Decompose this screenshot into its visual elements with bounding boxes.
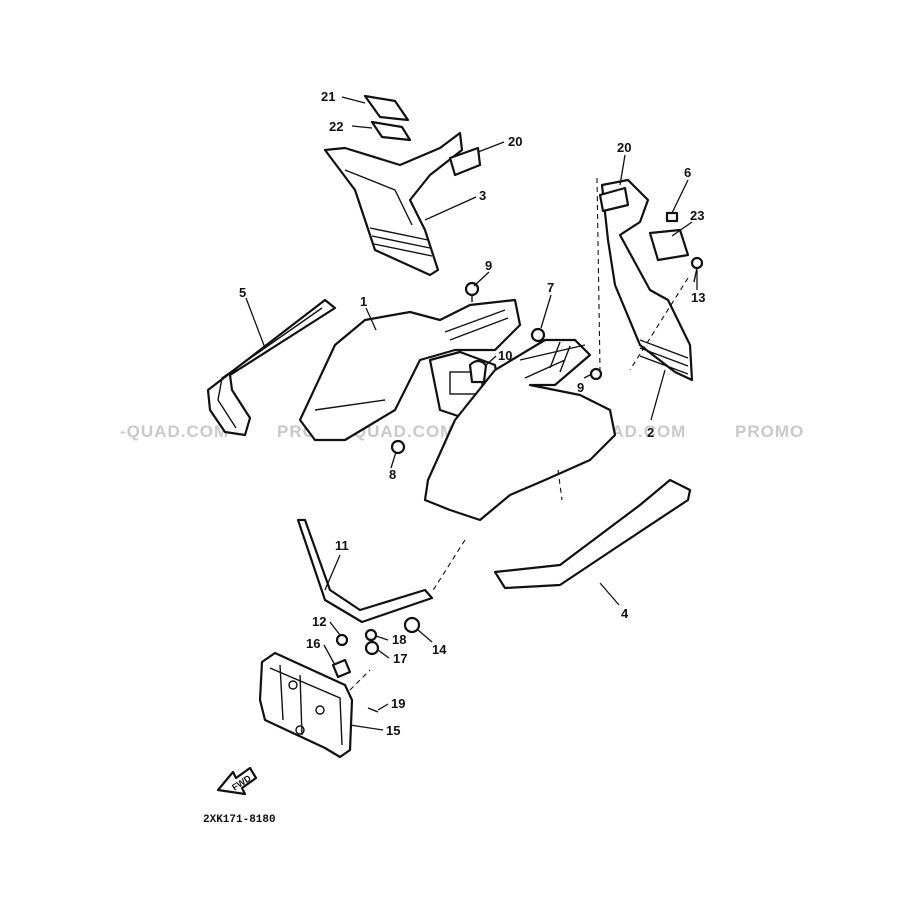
part-23-label: [648, 228, 690, 262]
part-6-clip: [665, 211, 679, 223]
part-21-decal: [363, 94, 410, 122]
part-8-nut: [390, 439, 406, 455]
callout-14: 14: [432, 642, 447, 657]
part-16-nut: [331, 658, 352, 679]
part-22-decal: [370, 120, 412, 142]
part-17-collar: [364, 640, 380, 656]
callout-21: 21: [321, 89, 335, 104]
callout-9: 9: [485, 258, 492, 273]
callout-4: 4: [621, 606, 629, 621]
callout-2: 2: [647, 425, 654, 440]
callout-6: 6: [684, 165, 691, 180]
callout-8: 8: [389, 467, 396, 482]
callout-7: 7: [547, 280, 554, 295]
callout-3: 3: [479, 188, 486, 203]
part-20-emblem-left: [448, 146, 482, 177]
part-fender-right: [423, 338, 617, 522]
callout-9: 9: [577, 380, 584, 395]
callout-19: 19: [391, 696, 405, 711]
callout-20: 20: [617, 140, 631, 155]
callout-20: 20: [508, 134, 522, 149]
callout-15: 15: [386, 723, 400, 738]
part-14-nut: [403, 616, 421, 634]
part-19-screw: [367, 707, 379, 713]
watermark: PROMO: [735, 422, 804, 441]
callout-12: 12: [312, 614, 326, 629]
leader-lines: [245, 96, 698, 731]
callout-1: 1: [360, 294, 367, 309]
callout-labels: 21 22 20 3 20 6 23 9 13 5 1 7 10 9 2 8 1…: [239, 89, 705, 738]
part-10-grommet: [468, 359, 488, 384]
part-12-bolt: [335, 633, 349, 647]
part-4-mud-flap-right: [493, 478, 692, 590]
part-20-emblem-right: [598, 186, 630, 213]
part-9-screw-top: [464, 281, 480, 302]
part-3-side-panel-left: [323, 131, 464, 277]
part-11-bracket: [296, 518, 434, 624]
fwd-arrow-icon: FWD: [216, 766, 258, 796]
part-18-washer: [364, 628, 378, 642]
callout-22: 22: [329, 119, 343, 134]
part-5-mud-flap-left: [206, 298, 337, 437]
watermark: -QUAD.COM: [120, 422, 229, 441]
callout-18: 18: [392, 632, 406, 647]
alignment-lines: [349, 177, 689, 691]
callout-17: 17: [393, 651, 407, 666]
callout-11: 11: [335, 538, 349, 553]
callout-23: 23: [690, 208, 704, 223]
callout-5: 5: [239, 285, 246, 300]
callout-16: 16: [306, 636, 320, 651]
part-9-screw-right: [589, 367, 603, 381]
callout-13: 13: [691, 290, 705, 305]
drawing-code: 2XK171-8180: [203, 814, 276, 826]
part-2-side-panel-right: [600, 178, 694, 382]
part-15-grab-rail: [258, 651, 354, 759]
part-7-nut: [530, 327, 546, 343]
callout-10: 10: [498, 348, 512, 363]
